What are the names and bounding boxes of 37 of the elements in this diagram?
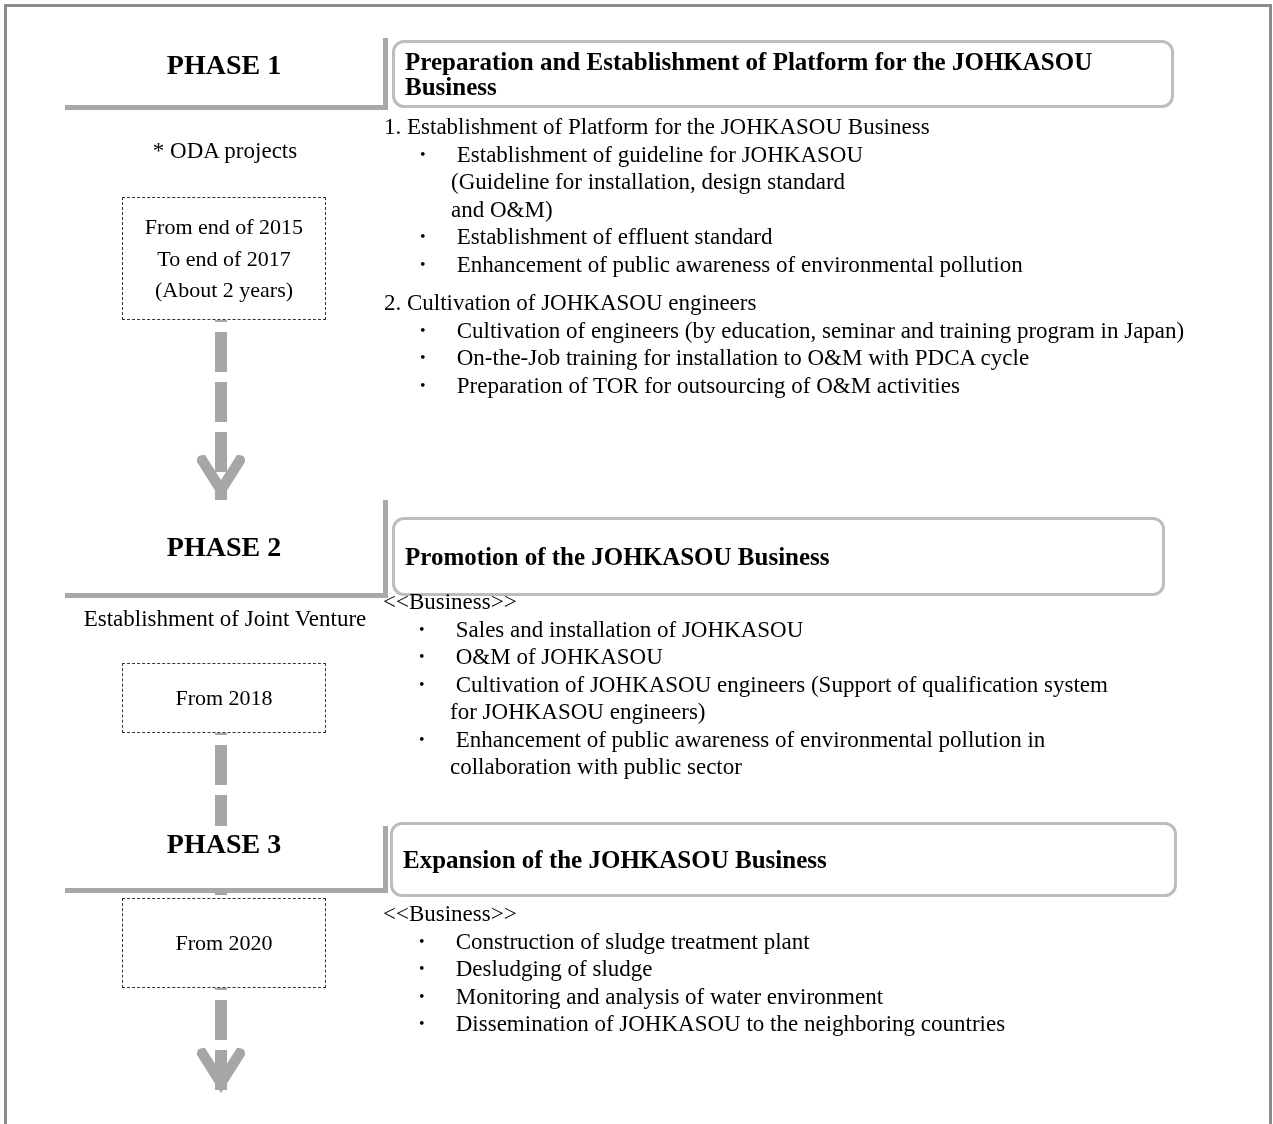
phase-note: Establishment of Joint Venture: [82, 605, 368, 633]
title-box: [392, 40, 1174, 108]
section-heading: <<Business>>: [383, 588, 518, 616]
period-text: From 2018: [175, 684, 273, 713]
section-heading: <<Business>>: [383, 900, 518, 928]
bullet-item: ・ Monitoring and analysis of water environment: [410, 982, 885, 1010]
bullet-item: ・ Establishment of guideline for JOHKASOU (Guideline for installation, design standard and O&M): [411, 140, 865, 223]
title-text: Expansion of the JOHKASOU Business: [403, 847, 827, 872]
phase-header: [65, 826, 388, 893]
bullet-item: ・ Cultivation of engineers (by education, seminar and training program in Japan): [411, 316, 1186, 344]
bullet-item: ・ O&M of JOHKASOU: [410, 643, 664, 671]
phase-label: PHASE 3: [165, 829, 283, 860]
period-box: [122, 663, 326, 733]
period-box: [122, 197, 326, 320]
bullet-item: ・ Enhancement of public awareness of environmental pollution: [411, 250, 1024, 278]
bullet-item: ・ Construction of sludge treatment plant: [410, 927, 811, 955]
section-heading: 2. Cultivation of JOHKASOU engineers: [384, 289, 758, 317]
period-box: [122, 898, 326, 988]
bullet-item: ・ Preparation of TOR for outsourcing of O&M activities: [411, 371, 961, 399]
section-heading: 1. Establishment of Platform for the JOHKASOU Business: [384, 113, 931, 141]
title-box: [390, 822, 1177, 897]
bullet-item: ・ Establishment of effluent standard: [411, 223, 774, 251]
period-text: From 2020: [175, 929, 273, 958]
bullet-item: ・ Cultivation of JOHKASOU engineers (Support of qualification system for JOHKASOU engineers): [410, 670, 1109, 726]
phase-note: * ODA projects: [151, 137, 299, 165]
title-box: [392, 517, 1165, 596]
phase-header: [65, 38, 388, 110]
phase-label: PHASE 2: [165, 532, 283, 563]
bullet-item: ・ Desludging of sludge: [410, 955, 654, 983]
bullet-item: ・ Dissemination of JOHKASOU to the neighboring countries: [410, 1010, 1007, 1038]
phase-label: PHASE 1: [165, 50, 283, 81]
title-text: Promotion of the JOHKASOU Business: [405, 544, 830, 569]
title-text: Preparation and Establishment of Platform for the JOHKASOU Business: [405, 49, 1094, 99]
bullet-item: ・ On-the-Job training for installation to O&M with PDCA cycle: [411, 344, 1031, 372]
bullet-item: ・ Enhancement of public awareness of environmental pollution in collaboration with public sector: [410, 725, 1047, 781]
bullet-item: ・ Sales and installation of JOHKASOU: [410, 615, 805, 643]
period-text: From end of 2015 To end of 2017 (About 2 years): [143, 212, 305, 305]
